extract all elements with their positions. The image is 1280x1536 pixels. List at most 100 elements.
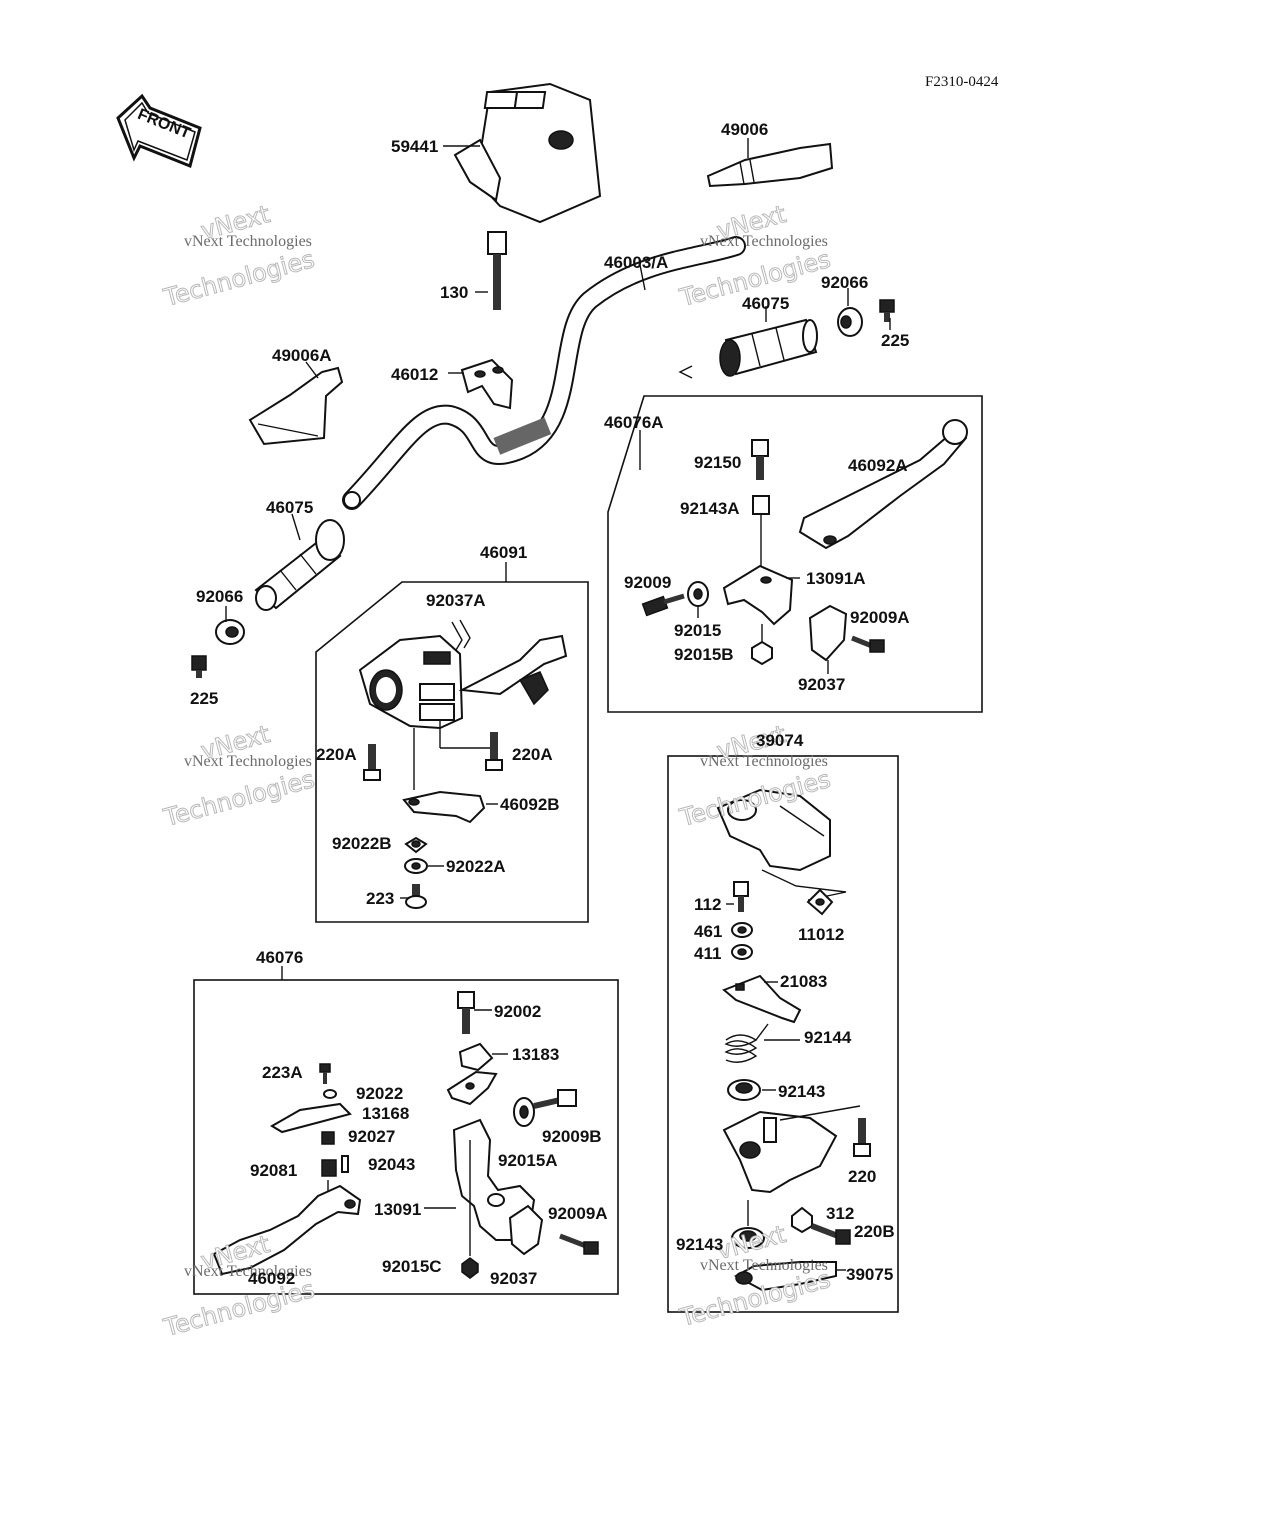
part-220A-right-screw [485,732,503,771]
assembly-46076-outline [193,979,619,1295]
part-92037A-clip [451,619,471,651]
part-39074-cover [716,788,831,872]
label-92037A: 92037A [426,591,486,610]
part-92150-bolt [751,439,769,480]
part-46003-handlebar [342,236,746,510]
part-92022A-washer [404,858,428,874]
front-arrow-icon: FRONT [116,93,202,169]
svg-text:Technologies: Technologies [160,245,317,312]
label-49006: 49006 [721,120,768,139]
part-92015C-nut [461,1257,479,1279]
label-92002: 92002 [494,1002,541,1021]
part-92015-washer [687,581,709,607]
label-223: 223 [366,889,394,908]
label-13091A: 13091A [806,569,866,588]
part-92037-upper-clamp [808,604,848,662]
part-92144-spring [724,1023,769,1063]
part-92015B-nut [751,640,773,666]
label-92022A: 92022A [446,857,506,876]
label-92027: 92027 [348,1127,395,1146]
label-13183: 13183 [512,1045,559,1064]
part-92143-upper-collar [727,1079,761,1101]
watermark-1: vNext vNext Technologies Technologies [160,200,318,313]
part-223-screw [405,884,427,909]
part-46012-holder [460,358,514,410]
assembly-46076A-outline [607,395,983,713]
drawing-code: F2310-0424 [925,74,999,90]
label-39075: 39075 [846,1265,893,1284]
label-220B: 220B [854,1222,895,1241]
part-220-screw [853,1118,871,1157]
part-225-left-screw [191,655,207,678]
watermark-3: vNext vNext Technologies Technologies [160,720,318,833]
part-13168-plate [270,1102,352,1134]
svg-text:vNext Technologies: vNext Technologies [184,233,312,250]
part-92066-left-weight [215,619,245,645]
label-13168: 13168 [362,1104,409,1123]
part-46092A-lever [798,419,968,550]
label-92015A: 92015A [498,1151,558,1170]
part-labels: 59441 49006 130 46003/A 92066 225 46075 … [190,120,910,1288]
label-92043: 92043 [368,1155,415,1174]
label-92037-lower: 92037 [490,1269,537,1288]
label-46092B: 46092B [500,795,560,814]
part-49006A-boot [248,366,344,446]
label-220: 220 [848,1167,876,1186]
label-46076: 46076 [256,948,303,967]
label-46075-left: 46075 [266,498,313,517]
part-39074-housing [722,1110,838,1194]
svg-text:vNext Technologies: vNext Technologies [700,753,828,770]
part-92009A-upper-screw [851,635,885,653]
part-220A-left-screw [363,744,381,781]
part-92066-right-weight [837,307,863,337]
svg-text:vNext Technologies: vNext Technologies [700,233,828,250]
part-21083-arm [722,974,802,1024]
part-13091A-holder [722,564,794,626]
label-46075-right: 46075 [742,294,789,313]
label-92015B: 92015B [674,645,734,664]
part-130-bolt [487,231,507,310]
label-11012: 11012 [798,925,844,944]
label-92150: 92150 [694,453,741,472]
part-92143-lower-collar [731,1227,765,1249]
label-13091: 13091 [374,1200,421,1219]
label-46003A: 46003/A [604,253,668,272]
part-220B-screw [810,1223,851,1245]
label-92009B: 92009B [542,1127,602,1146]
part-39075-arm [733,1261,837,1292]
part-225-right-screw [879,299,895,322]
label-92022B: 92022B [332,834,392,853]
part-46092-lever [212,1184,362,1276]
part-461-lockwasher [731,922,753,938]
part-92143A-collar [752,495,770,515]
part-92022-washer [323,1089,337,1099]
part-46091-switch-housing [358,634,568,730]
label-92143A: 92143A [680,499,740,518]
part-46075-right-grip [719,318,818,377]
label-46092: 46092 [248,1269,295,1288]
label-92009A-upper: 92009A [850,608,910,627]
part-92015A-washer [513,1097,535,1127]
part-46075-left-grip [254,519,345,611]
label-112: 112 [694,895,721,914]
part-92027-collar [321,1131,335,1145]
part-13183-plate [446,1070,498,1106]
part-59441-cover [453,82,602,224]
label-46092A: 46092A [848,456,908,475]
part-92009A-lower-screw [559,1233,599,1255]
label-225-right: 225 [881,331,909,350]
part-411-washer [731,944,753,960]
label-92009A-lower: 92009A [548,1204,608,1223]
part-92081-spring [321,1159,337,1177]
label-46076A: 46076A [604,413,664,432]
label-59441: 59441 [391,137,438,156]
label-39074: 39074 [756,731,804,750]
label-46012: 46012 [391,365,438,384]
label-92143-lower: 92143 [676,1235,723,1254]
part-112-screw [733,881,749,912]
label-49006A: 49006A [272,346,332,365]
label-220A-right: 220A [512,745,553,764]
part-13183-spring [458,1042,494,1072]
part-223A-screw [319,1063,331,1084]
label-92081: 92081 [250,1161,297,1180]
